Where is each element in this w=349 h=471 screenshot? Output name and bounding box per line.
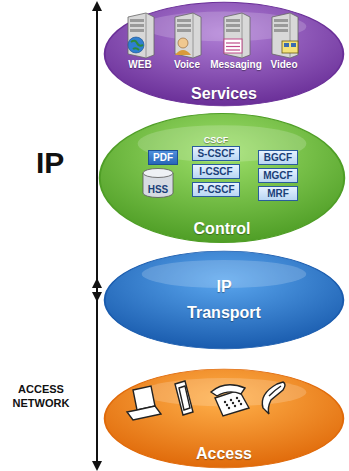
phone-key: [240, 403, 242, 405]
layer-ellipse: Control PDF S-CSCF BGCF HSS I-CSCF MGCF P-CSCF M…: [98, 112, 346, 244]
mobile-phone-icon: [262, 382, 285, 414]
function-label: MRF: [267, 188, 289, 199]
drawing-part: [272, 13, 298, 58]
layer-title: IP: [216, 278, 231, 296]
drawing-part: [178, 38, 188, 48]
function-label: BGCF: [264, 152, 292, 163]
laptop-icon: [127, 406, 161, 420]
access-range-arrow: [96, 283, 98, 466]
drawing-part: [226, 49, 240, 50]
drawing-part: [175, 50, 191, 55]
function-label: S-CSCF: [197, 148, 234, 159]
drawing-part: [282, 41, 298, 53]
drawing-part: [177, 29, 191, 32]
drawing-part: [226, 24, 240, 27]
phone-key: [224, 401, 226, 403]
drawing-part: [226, 29, 240, 32]
drawing-part: [128, 37, 144, 53]
function-box: PDF: [148, 150, 178, 165]
function-box: BGCF: [258, 150, 298, 165]
server-icon: [171, 11, 203, 59]
phone-key: [232, 402, 234, 404]
server-icon: [220, 11, 252, 59]
function-label: MGCF: [263, 170, 292, 181]
layer-title: Services: [191, 85, 257, 103]
server-icon: [124, 11, 156, 59]
function-label: P-CSCF: [197, 184, 234, 195]
drawing-part: [226, 42, 240, 43]
server-icon: [268, 11, 300, 59]
group-label: CSCF: [204, 135, 229, 145]
drawing-part: [274, 19, 288, 22]
range-label: IP: [36, 146, 64, 180]
drawing-part: [175, 13, 201, 58]
layer-title: Control: [194, 220, 251, 238]
drawing-part: [177, 19, 191, 22]
layer-ellipse: IP Transport: [103, 250, 345, 350]
mobile-phone-icon: [269, 386, 281, 396]
layer-ellipse: Access: [103, 368, 345, 469]
drawing-part: [130, 29, 144, 32]
service-label: Video: [256, 59, 312, 70]
ellipse-fill: [105, 2, 344, 105]
service-icon: Messaging: [208, 11, 264, 75]
function-label: PDF: [153, 152, 173, 163]
database-node: HSS: [142, 168, 174, 198]
phone-key: [226, 404, 228, 406]
drawing-part: [130, 19, 144, 22]
ellipse-highlight: [138, 125, 307, 162]
range-label: ACCESS NETWORK: [2, 383, 80, 411]
layer-title: Access: [196, 445, 252, 463]
function-box: S-CSCF: [192, 146, 240, 161]
tablet-icon: [179, 386, 190, 410]
service-icon: WEB: [112, 11, 168, 75]
phone-key: [228, 407, 230, 409]
phone-key: [234, 405, 236, 407]
drawing-part: [274, 24, 288, 27]
function-box: MGCF: [258, 168, 298, 183]
drawing-part: [224, 39, 242, 53]
drawing-part: [131, 41, 143, 50]
function-box: I-CSCF: [192, 164, 240, 179]
drawing-part: [274, 29, 288, 32]
ip-range-arrow: [96, 6, 98, 297]
layer-ellipse: Services WEBVoiceMessagingVideo: [103, 1, 345, 107]
desk-phone-icon: [211, 385, 245, 396]
service-label: Messaging: [208, 59, 264, 70]
drawing-part: [146, 13, 147, 58]
drawing-part: [193, 13, 194, 58]
drawing-part: [226, 19, 240, 22]
drawing-part: [226, 46, 240, 47]
service-label: WEB: [112, 59, 168, 70]
phone-key: [236, 397, 238, 399]
ellipse-shape: [103, 250, 345, 350]
function-box: P-CSCF: [192, 182, 240, 197]
service-icon: Voice: [159, 11, 215, 75]
phone-key: [230, 399, 232, 401]
database-label: HSS: [148, 184, 169, 195]
ellipse-fill: [105, 369, 344, 468]
function-box: MRF: [258, 186, 298, 201]
drawing-part: [128, 13, 154, 58]
drawing-part: [143, 169, 173, 178]
tablet-icon: [175, 381, 193, 415]
drawing-part: [130, 24, 144, 27]
phone-key: [238, 400, 240, 402]
service-label: Voice: [159, 59, 215, 70]
service-icon: Video: [256, 11, 312, 75]
drawing-part: [177, 24, 191, 27]
ellipse-fill: [105, 251, 344, 349]
function-label: I-CSCF: [199, 166, 232, 177]
drawing-part: [291, 43, 296, 47]
ellipse-fill: [100, 114, 345, 243]
layer-title: Transport: [187, 304, 261, 322]
drawing-part: [224, 13, 250, 58]
drawing-part: [284, 43, 289, 47]
